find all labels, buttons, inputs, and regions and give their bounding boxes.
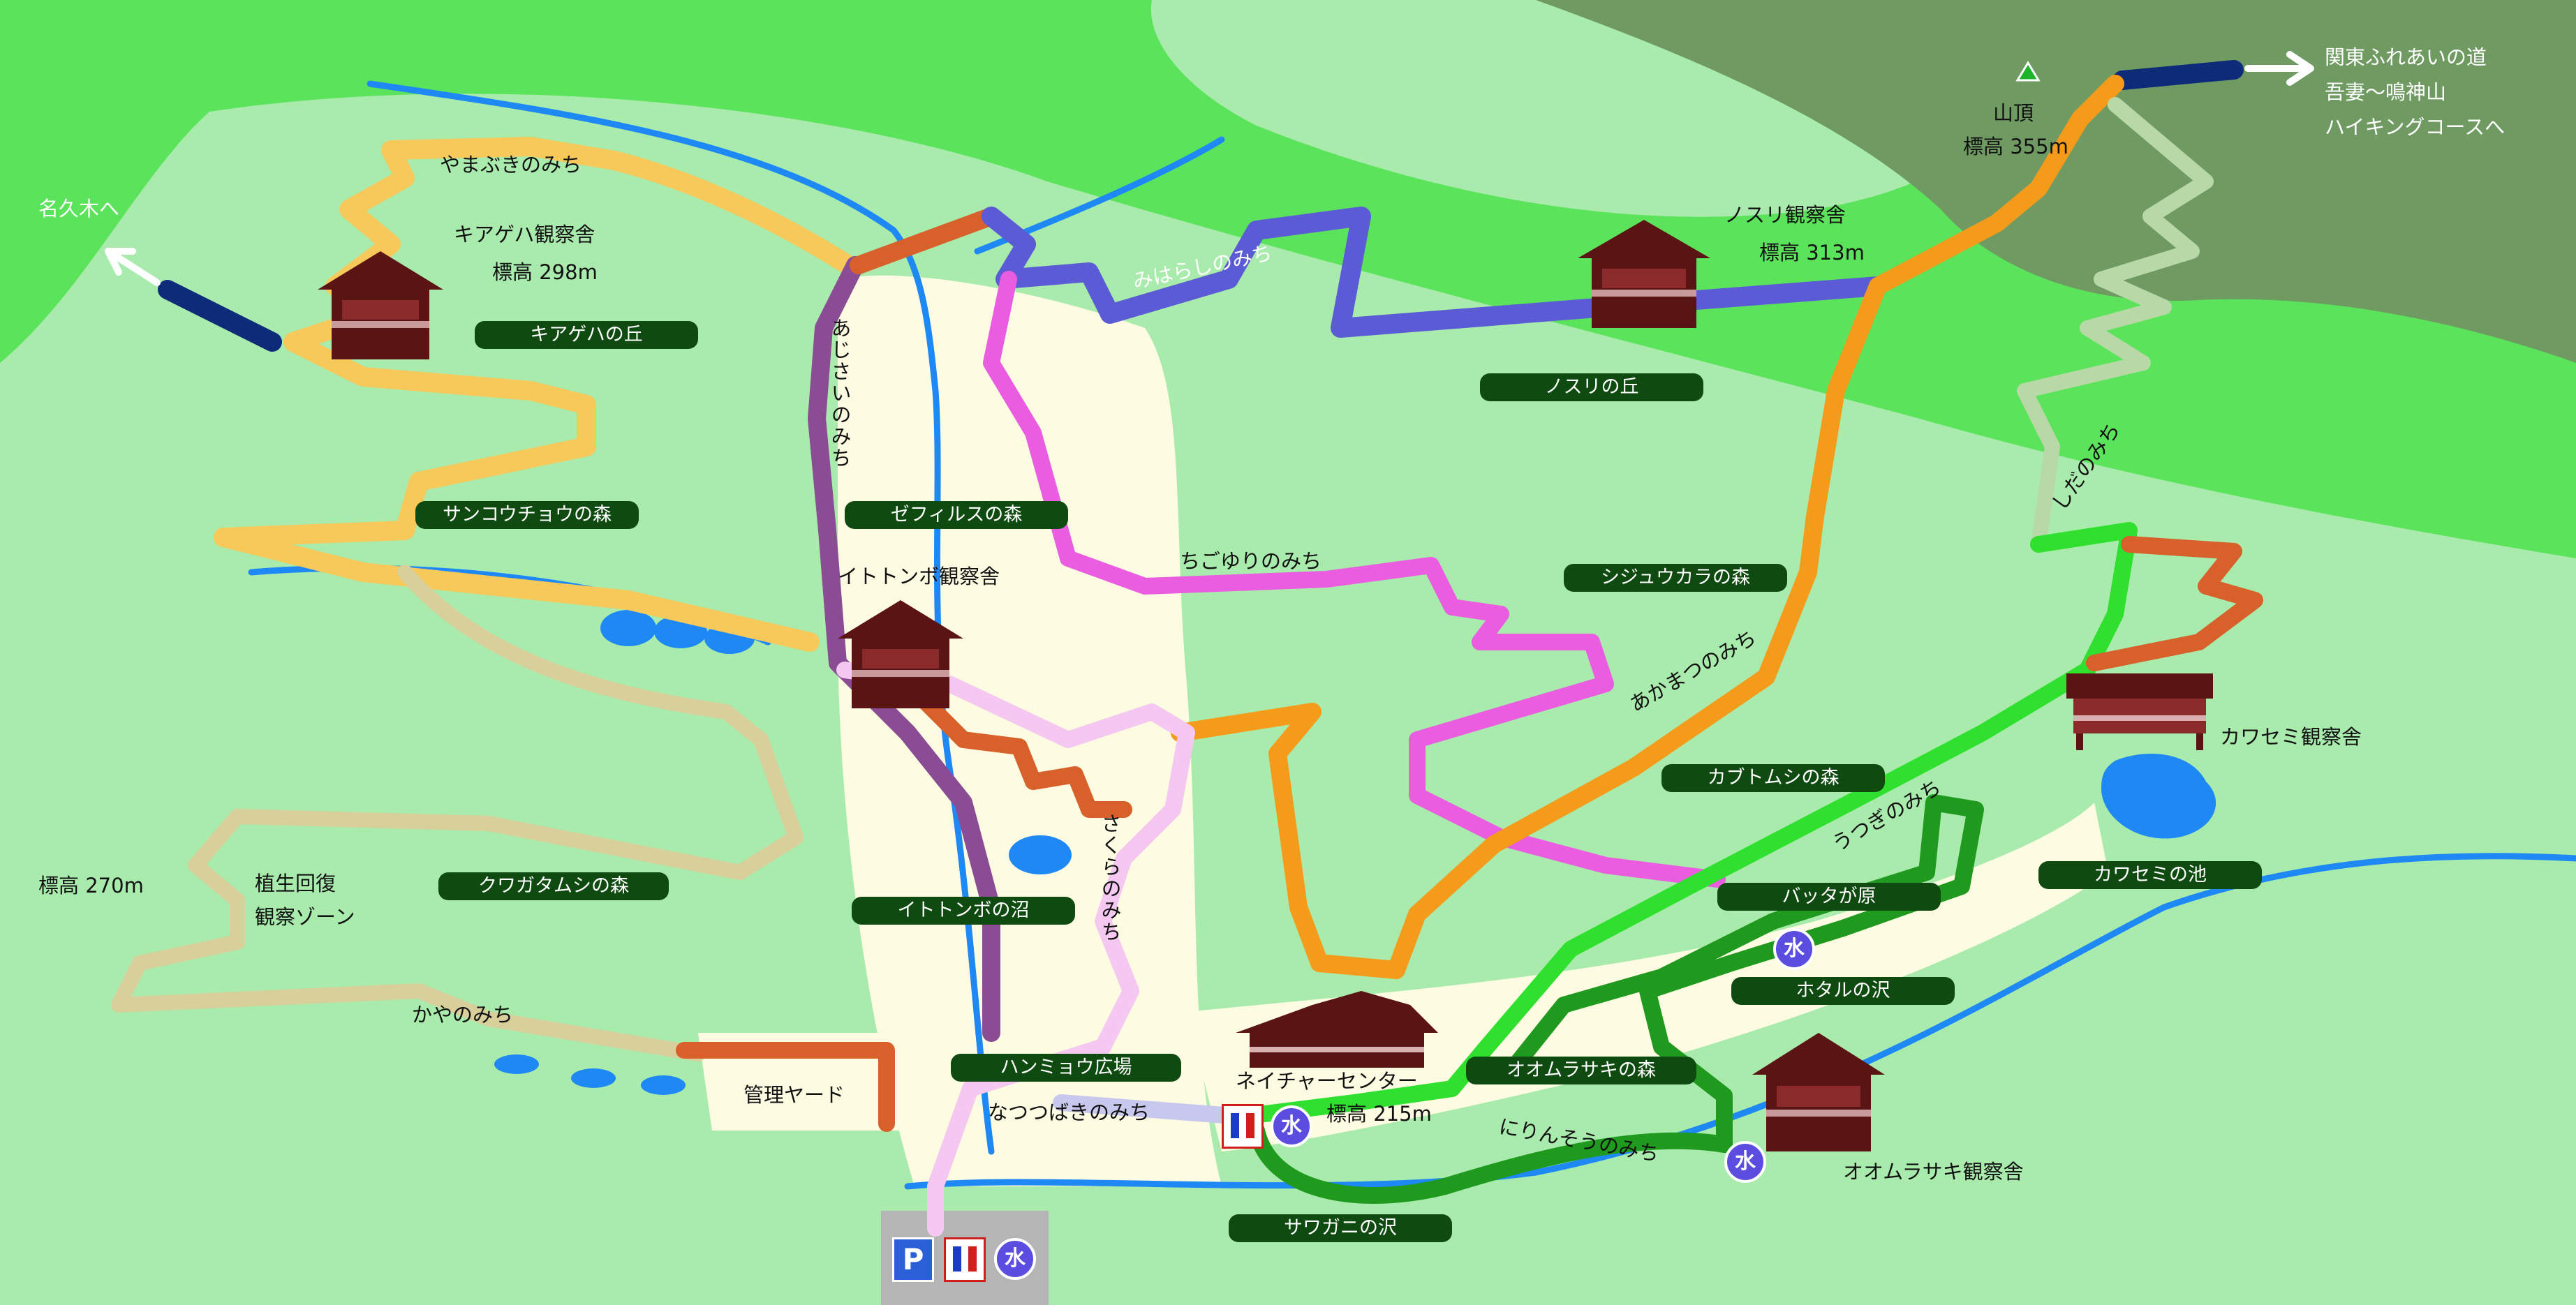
zone-kabutomushi-forest: カブトムシの森 [1661,764,1885,792]
pond [600,610,656,646]
trail-label-sakura: さくらのみち [1098,813,1122,943]
trail-sakura [836,662,1195,1237]
observatory-itotonbo-name: イトトンボ観察舎 [838,565,1000,588]
water-icon: 水 [1773,928,1815,970]
zone-oomurasaki-forest: オオムラサキの森 [1466,1057,1696,1084]
ponds [494,610,2216,1095]
observatory-kiageha-name: キアゲハ観察舎 [454,223,595,246]
trail-kaya [111,565,804,1061]
observatory-nosuri-name: ノスリ観察舎 [1724,203,1846,227]
exit-northeast-label-2: 吾妻〜鳴神山 [2325,80,2447,104]
toilet-icon [1222,1104,1264,1149]
trail-ajisai [808,256,1000,1042]
restoration-zone-line-1: 植生回復 [255,872,336,895]
restoration-zone-line-2: 観察ゾーン [255,905,355,929]
arrow-northeast-icon [2244,51,2314,86]
exit-northeast-label-3: ハイキングコースへ [2325,115,2505,139]
roof [1752,1033,1885,1075]
building-band [1250,1047,1424,1052]
building-roof [1236,991,1438,1033]
exit-northeast-label-1: 関東ふれあいの道 [2325,45,2487,69]
trail-label-ajisai: あじさいのみち [828,318,852,469]
trail-nirinsou [1248,794,1984,1204]
parking-icon: P [892,1237,934,1282]
zone-nosuri-hill: ノスリの丘 [1480,373,1703,401]
trail-orange-connector [850,207,1000,274]
hut-leg [2196,733,2203,750]
observatory-oomurasaki [1752,1033,1885,1151]
nature-center-building [1236,991,1438,1068]
trail-kawasemi-loop [2086,536,2263,671]
zone-hanmyou-plaza: ハンミョウ広場 [951,1054,1181,1082]
hut-leg [2076,733,2083,750]
pond [571,1068,616,1088]
water-icon: 水 [1271,1105,1312,1147]
trail-miharashi [982,207,1888,338]
exit-west-label: 名久木へ [38,197,120,221]
summit-icon [2015,61,2041,82]
nature-center-elevation: 標高 215m [1326,1102,1432,1126]
hut-opening [342,300,419,320]
trail-label-kaya: かやのみち [412,1003,514,1027]
trail-label-chigoyuri: ちごゆりのみち [1180,549,1322,573]
zone-kuwagatamushi-forest: クワガタムシの森 [438,872,669,900]
hut-rail [852,670,949,677]
observatory-kawasemi-name: カワセミ観察舎 [2220,725,2362,749]
hut-opening [1777,1086,1860,1107]
observatory-oomurasaki-name: オオムラサキ観察舎 [1843,1160,2024,1184]
observatory-nosuri [1578,220,1710,328]
trail-label-natsutsubaki: なつつばきのみち [988,1101,1150,1124]
summit-name: 山頂 [1993,101,2034,125]
exit-arrows [105,51,2314,286]
observatory-kiageha [318,251,443,359]
trail-natsutsubaki [1053,1094,1251,1125]
trail-yard [676,1042,895,1132]
observatory-itotonbo [838,600,963,708]
roof [2066,673,2213,699]
summit-elevation: 標高 355m [1963,135,2068,158]
roof [838,600,963,639]
zone-sawagani-stream: サワガニの沢 [1229,1214,1452,1242]
hut-opening [862,649,939,669]
trail-yamabuki [214,137,858,652]
roof [318,251,443,290]
zone-kiageha-hill: キアゲハの丘 [475,321,698,349]
zone-kawasemi-pond: カワセミの池 [2038,861,2262,889]
zone-shijuukara-forest: シジュウカラの森 [1564,564,1787,592]
trail-utsugi [1234,522,2138,1125]
hut-rail [332,321,429,328]
zone-zephyrus-forest: ゼフィルスの森 [845,501,1068,529]
pond [641,1075,686,1095]
trail-akamatsu [1171,75,2124,979]
observatory-nosuri-elevation: 標高 313m [1759,241,1865,264]
toilet-icon [944,1237,986,1282]
hut-rail [1592,290,1696,297]
trail-label-yamabuki: やまぶきのみち [440,153,582,177]
trail-exit-west [158,280,282,352]
zone-hotaru-stream: ホタルの沢 [1731,977,1955,1005]
west-elevation-label: 標高 270m [38,874,144,897]
arrow-west-icon [105,248,161,286]
hut-opening [1602,269,1686,288]
roof [1578,220,1710,258]
zone-batta-field: バッタが原 [1717,883,1941,911]
hut-rail [1766,1110,1871,1117]
highland-area [1536,0,2576,363]
pond [1009,835,1072,874]
pond [494,1054,539,1074]
trail-shida [2017,97,2214,552]
kawasemi-pond [2101,754,2216,839]
hut-rail [2073,715,2206,721]
nature-center-name: ネイチャーセンター [1236,1069,1418,1093]
observatory-kawasemi [2066,673,2213,750]
zone-itotonbo-marsh: イトトンボの沼 [852,897,1075,925]
observatory-kiageha-elevation: 標高 298m [492,260,598,284]
trail-itotonbo-loop [913,689,1132,818]
water-icon: 水 [994,1238,1036,1280]
zone-sankouchou-forest: サンコウチョウの森 [415,501,639,529]
yard-label: 管理ヤード [743,1083,845,1107]
trail-exit-northeast [2112,60,2244,90]
water-icon: 水 [1724,1141,1766,1183]
